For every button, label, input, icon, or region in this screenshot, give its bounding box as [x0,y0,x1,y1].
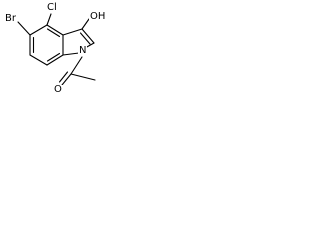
bond-c3a-c4 [46,24,64,36]
bond-inner-c7-c7a [46,52,61,62]
bond-n1-c7a [62,52,80,56]
atom-label-nitrogen: N [78,45,88,56]
bond-c4-cl [46,13,52,26]
bond-carbonyl-o-double [58,71,69,83]
bond-c3a-c3 [62,28,83,36]
bond-c6-c7 [29,54,48,66]
bond-c5-br [17,21,31,36]
bond-c3-c2 [81,28,95,44]
atom-label-oxygen: O [53,84,63,95]
bond-c7-c7a [46,54,64,66]
molecule-diagram: Cl OH Br N O [0,0,111,102]
bond-carbonyl-o [61,73,72,86]
bond-c3-oh [81,18,90,30]
bond-drawing [17,13,96,86]
bond-c4-c5 [29,24,48,36]
atom-label-chlorine: Cl [46,2,58,13]
bond-inner-c3a-c4 [46,28,61,38]
bond-c2-c3-double [79,32,91,45]
atom-label-bromine: Br [4,13,17,24]
bond-carbonyl-methyl [70,73,96,81]
atom-label-hydroxyl: OH [89,11,107,22]
bond-n1-carbonyl [70,56,83,75]
